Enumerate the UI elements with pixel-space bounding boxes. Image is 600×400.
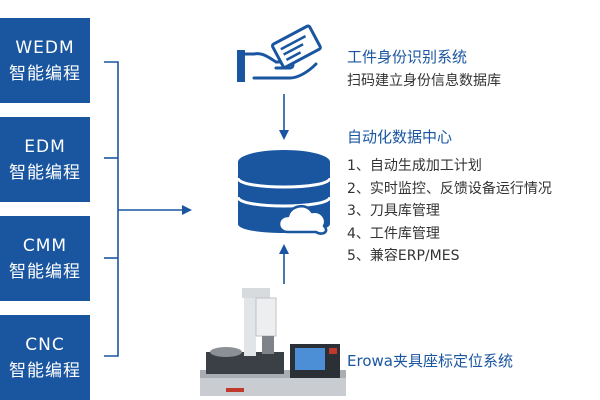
cmm-box: CMM 智能编程: [0, 216, 90, 301]
cnc-label: CNC: [25, 334, 65, 355]
list-item: 4、工件库管理: [347, 225, 440, 242]
cmm-sublabel: 智能编程: [9, 261, 81, 282]
cnc-sublabel: 智能编程: [9, 360, 81, 381]
identity-title: 工件身份识别系统: [347, 48, 468, 66]
wedm-box: WEDM 智能编程: [0, 18, 90, 103]
edm-label: EDM: [24, 136, 66, 157]
identity-subtitle: 扫码建立身份信息数据库: [347, 73, 501, 89]
hand-card-icon: [237, 24, 322, 82]
erowa-label: Erowa夹具座标定位系统: [347, 352, 513, 370]
list-item: 1、自动生成加工计划: [347, 158, 482, 174]
datacenter-title: 自动化数据中心: [347, 128, 453, 146]
edm-sublabel: 智能编程: [9, 162, 81, 183]
wedm-label: WEDM: [15, 37, 75, 58]
list-item: 2、实时监控、反馈设备运行情况: [347, 180, 552, 197]
cmm-label: CMM: [22, 235, 68, 256]
edm-box: EDM 智能编程: [0, 117, 90, 202]
wedm-sublabel: 智能编程: [9, 63, 81, 84]
list-item: 5、兼容ERP/MES: [347, 248, 460, 264]
database-cloud-icon: [236, 150, 332, 235]
presetter-machine-image: [200, 288, 346, 396]
list-item: 3、刀具库管理: [347, 203, 440, 219]
cnc-box: CNC 智能编程: [0, 315, 90, 400]
bracket-connector: [104, 61, 119, 357]
datacenter-list: 1、自动生成加工计划 2、实时监控、反馈设备运行情况 3、刀具库管理 4、工件库…: [347, 155, 552, 268]
